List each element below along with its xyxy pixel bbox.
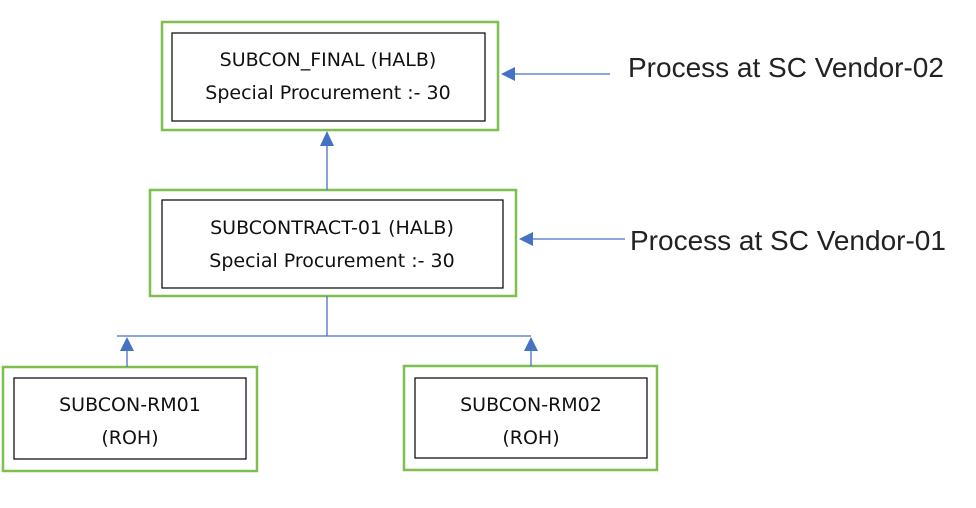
node-subcon-rm02: SUBCON-RM02 (ROH)	[402, 364, 659, 472]
annotation-vendor-02: Process at SC Vendor-02	[501, 52, 944, 83]
connector-subcontract-to-final	[320, 131, 334, 190]
node-title: SUBCON-RM01	[59, 394, 201, 416]
connector-rm-to-subcontract	[117, 296, 538, 367]
node-subcontract-01: SUBCONTRACT-01 (HALB) Special Procuremen…	[148, 188, 518, 298]
node-subtitle: Special Procurement :- 30	[209, 250, 454, 272]
annotation-label: Process at SC Vendor-01	[630, 225, 946, 256]
arrow-left-icon	[519, 232, 533, 246]
annotation-vendor-01: Process at SC Vendor-01	[519, 225, 946, 256]
node-subcon-rm01: SUBCON-RM01 (ROH)	[1, 365, 259, 473]
node-title: SUBCONTRACT-01 (HALB)	[210, 217, 454, 239]
node-title: SUBCON-RM02	[460, 394, 602, 416]
node-inner-border	[161, 199, 504, 289]
arrow-up-icon	[120, 337, 134, 351]
arrow-up-icon	[524, 337, 538, 351]
node-subtitle: (ROH)	[101, 427, 158, 449]
arrow-up-icon	[320, 131, 334, 146]
node-inner-border	[414, 377, 648, 459]
annotation-label: Process at SC Vendor-02	[628, 52, 944, 83]
node-subtitle: (ROH)	[502, 427, 559, 449]
node-title: SUBCON_FINAL (HALB)	[220, 49, 437, 71]
node-subtitle: Special Procurement :- 30	[205, 82, 450, 104]
node-subcon-final: SUBCON_FINAL (HALB) Special Procurement …	[160, 20, 500, 132]
node-inner-border	[171, 32, 486, 122]
arrow-left-icon	[501, 67, 515, 81]
node-inner-border	[13, 377, 247, 460]
